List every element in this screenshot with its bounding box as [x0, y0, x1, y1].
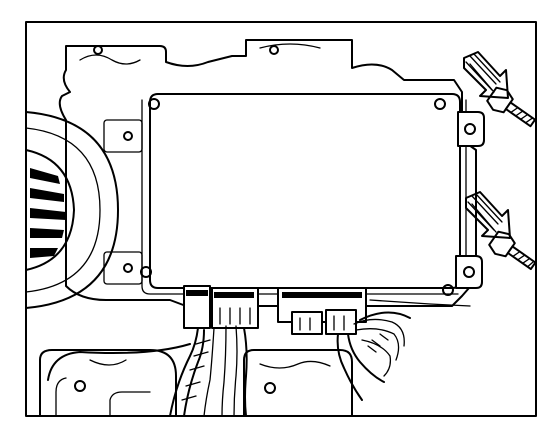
mounting-ear-upper	[457, 111, 485, 147]
bracket-hole	[269, 45, 279, 55]
lower-bracket-tab	[259, 360, 331, 369]
arrow-icon	[463, 51, 509, 99]
bracket-hole	[74, 380, 86, 392]
bracket-hole	[123, 131, 133, 141]
mounting-hole-upper	[464, 123, 476, 135]
bracket-tab-left	[79, 54, 141, 65]
mounting-hole-lower	[463, 266, 475, 278]
wire-harness-right	[336, 299, 471, 401]
module-screw	[140, 266, 152, 278]
module-screw	[442, 284, 454, 296]
bracket-hole	[123, 263, 133, 273]
connector-left	[183, 285, 259, 329]
connector-right	[277, 287, 367, 335]
wire-harness-left	[47, 325, 248, 417]
lower-bracket-right	[243, 349, 353, 417]
bolt-icon	[488, 230, 537, 271]
arrow-icon	[465, 191, 511, 239]
control-module	[140, 93, 467, 296]
module-screw	[148, 98, 160, 110]
lower-bracket	[39, 349, 177, 417]
bolt-icon	[486, 86, 537, 128]
speaker-vent	[25, 111, 119, 309]
mounting-ear-lower	[455, 255, 483, 289]
module-screw	[434, 98, 446, 110]
lower-duct	[55, 377, 151, 417]
bracket-hole	[93, 45, 103, 55]
bracket-hole	[264, 382, 276, 394]
bracket-tab-top	[259, 43, 321, 49]
lower-bracket-tab	[89, 359, 127, 366]
diagram-frame	[25, 21, 537, 417]
